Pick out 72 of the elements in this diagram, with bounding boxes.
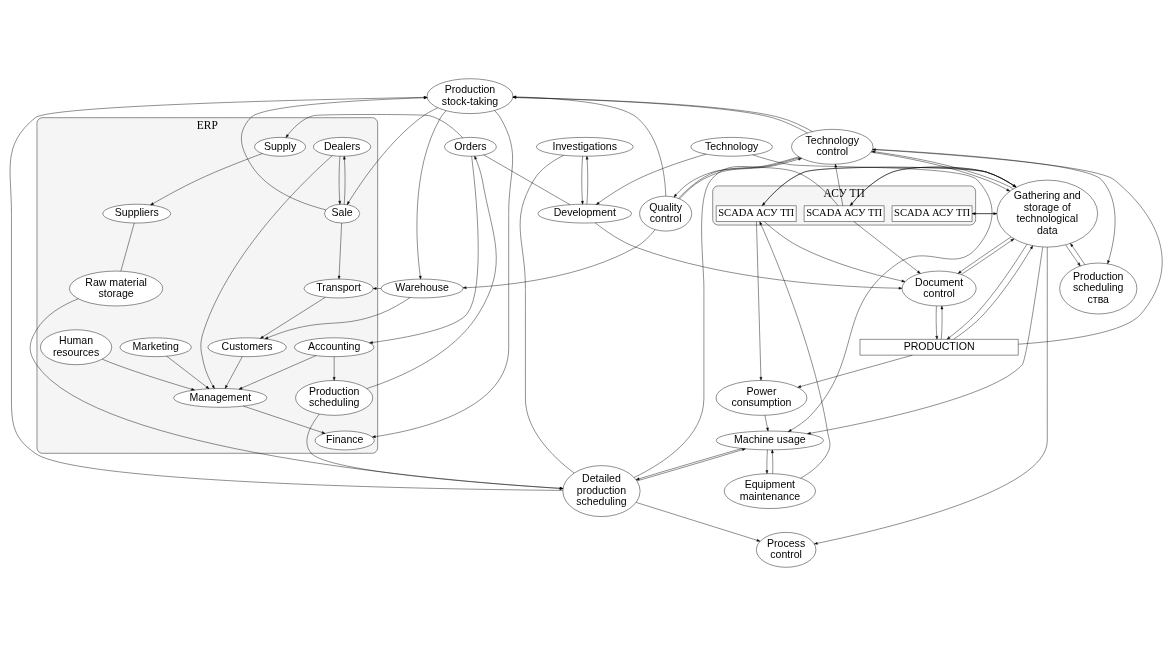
arrow [872, 148, 1116, 264]
arrow [29, 298, 564, 490]
arrow [762, 166, 1017, 206]
arrow [260, 296, 326, 339]
arrow [946, 243, 1028, 339]
node-ellipse: Warehouse [380, 278, 464, 298]
arrow [369, 155, 479, 344]
arrow [306, 413, 564, 490]
arrow [953, 245, 1033, 339]
arrow [102, 358, 195, 390]
node-ellipse: Sale [324, 203, 360, 223]
arrow [752, 154, 993, 432]
arrow [756, 220, 763, 381]
arrow [814, 246, 1048, 545]
arrow [372, 109, 513, 438]
arrow [285, 113, 463, 138]
arrow [850, 166, 1017, 206]
node-ellipse: Production stock-taking [426, 78, 514, 114]
arrow [585, 155, 589, 204]
arrow [366, 155, 497, 389]
arrow [224, 355, 243, 389]
arrow [853, 220, 921, 274]
arrow [346, 107, 438, 205]
node-ellipse: Raw material storage [69, 270, 163, 306]
arrow [797, 354, 913, 388]
arrow [940, 305, 944, 340]
node-ellipse: Technology [690, 136, 773, 156]
node-ellipse: Transport [303, 278, 374, 298]
node-box: PRODUCTION [859, 338, 1019, 355]
node-ellipse: Investigations [536, 136, 634, 156]
arrow [759, 221, 831, 478]
arrow [150, 152, 263, 205]
node-ellipse: Orders [444, 136, 497, 156]
arrow [872, 147, 1163, 344]
arrow [462, 228, 656, 289]
arrow [372, 286, 382, 290]
arrow [238, 354, 317, 389]
arrow [771, 449, 774, 474]
node-ellipse: Supply [254, 136, 306, 156]
arrow [635, 501, 761, 542]
arrow [416, 110, 447, 279]
node-ellipse: Production scheduling [295, 379, 373, 416]
node-ellipse: Dealers [313, 136, 371, 156]
arrow [764, 220, 906, 282]
node-ellipse: Marketing [119, 337, 192, 357]
arrow [338, 155, 341, 204]
arrow [764, 414, 769, 431]
arrow [1065, 244, 1081, 266]
arrow [337, 222, 342, 279]
arrow [166, 355, 210, 389]
node-ellipse: Equipment maintenance [723, 472, 816, 509]
arrow [581, 155, 584, 204]
arrow [971, 211, 997, 215]
arrow [332, 355, 336, 381]
arrow [765, 449, 769, 474]
arrow [834, 163, 843, 206]
arrow [594, 222, 903, 289]
arrow [935, 305, 939, 340]
connector [678, 166, 839, 206]
node-box: SCADA АСУ ТП [891, 205, 973, 222]
arrow [807, 246, 1043, 435]
arrow [596, 153, 707, 205]
arrow [264, 296, 411, 339]
node-ellipse: Human resources [40, 329, 112, 365]
arrow [1070, 242, 1086, 265]
connector [633, 156, 801, 478]
node-box: SCADA АСУ ТП [716, 205, 797, 222]
arrow [343, 155, 346, 204]
arrow [200, 154, 333, 389]
arrow [243, 405, 326, 434]
node-box: SCADA АСУ ТП [803, 205, 885, 222]
node-ellipse: Power consumption [715, 379, 808, 416]
